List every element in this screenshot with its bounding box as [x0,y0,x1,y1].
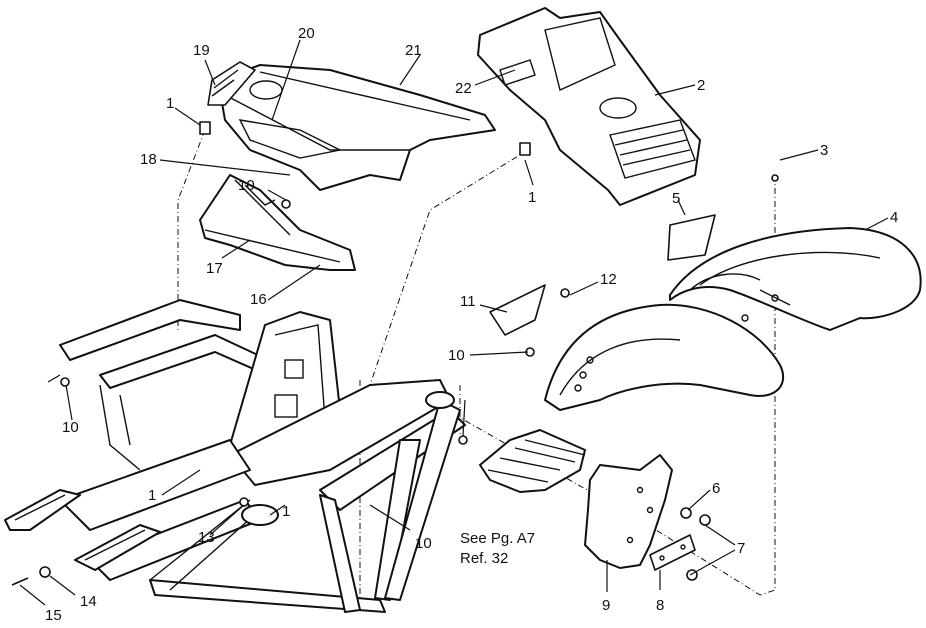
leader-lines [19,39,889,606]
callout-21: 21 [405,42,422,59]
callout-5: 5 [672,190,680,207]
plate-bracket-part-9 [584,454,673,569]
callout-7: 7 [737,540,745,557]
callout-4: 4 [890,209,898,226]
clip-1a [199,121,211,135]
reference-note: See Pg. A7 Ref. 32 [460,530,535,567]
bolt-3 [771,174,779,182]
callout-19: 19 [193,42,210,59]
bolt-15 [11,577,29,586]
callout-12: 12 [600,271,617,288]
rear-fender-part-4 [669,227,922,331]
note-line-2: Ref. 32 [460,550,508,567]
bolt-10a [281,199,291,209]
callout-20: 20 [298,25,315,42]
bolt-10d [458,435,468,445]
side-panel-part-17 [199,174,356,271]
callout-22: 22 [455,80,472,97]
clip-1b [519,142,531,156]
callout-2: 2 [697,77,705,94]
bolt-12 [560,288,570,298]
decal-part-19 [207,61,256,106]
bolt-13 [239,497,249,507]
callout-14: 14 [80,593,97,610]
callout-17: 17 [206,260,223,277]
decal-part-5 [667,214,716,261]
callout-6: 6 [712,480,720,497]
callout-1a: 1 [166,95,174,112]
callout-10a: 10 [238,177,255,194]
callout-15: 15 [45,607,62,624]
callout-1c: 1 [148,487,156,504]
callout-numbers: 1 1 1 1 2 3 4 5 6 7 8 9 10 10 10 10 11 1… [45,25,898,624]
callout-1b: 1 [528,189,536,206]
callout-18: 18 [140,151,157,168]
callout-8: 8 [656,597,664,614]
callout-10c: 10 [62,419,79,436]
bolt-10c [60,377,70,387]
front-cab-part-2 [477,7,701,206]
callout-10b: 10 [448,347,465,364]
callout-13: 13 [198,529,215,546]
callout-3: 3 [820,142,828,159]
callout-10d: 10 [415,535,432,552]
footrest [479,429,586,493]
note-line-1: See Pg. A7 [460,530,535,547]
frame [4,299,466,613]
decal-part-11 [489,284,546,336]
callout-16: 16 [250,291,267,308]
front-fender [544,303,785,411]
callout-11: 11 [460,293,476,310]
callout-1d: 1 [282,503,290,520]
callout-9: 9 [602,597,610,614]
bracket-part-8 [649,534,696,571]
washer-14 [39,566,51,578]
washer-6 [680,507,692,519]
nut-7a [699,514,711,526]
